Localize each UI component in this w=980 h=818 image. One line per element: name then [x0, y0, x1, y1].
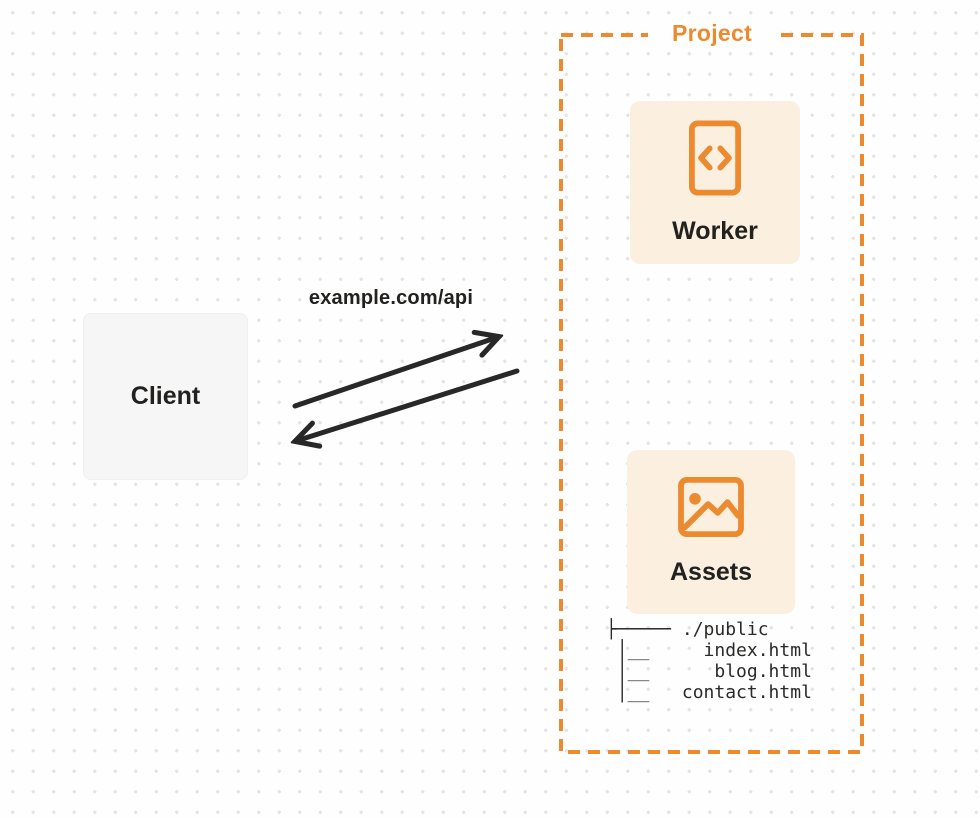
image-icon-sun [689, 492, 701, 505]
image-icon [678, 477, 744, 537]
assets-node: Assets [627, 450, 795, 614]
worker-label: Worker [672, 216, 758, 245]
client-node: Client [83, 313, 248, 480]
file-tree-item: │__ index.html [606, 640, 812, 661]
file-tree-root: ├───── ./public [606, 619, 769, 640]
request-arrow [292, 337, 498, 409]
file-tree-item: │__ blog.html [606, 661, 812, 682]
code-file-icon [689, 119, 741, 196]
project-label: Project [648, 19, 776, 48]
request-url-label: example.com/api [308, 287, 474, 309]
assets-label: Assets [670, 558, 752, 586]
worker-node: Worker [630, 101, 800, 264]
file-tree-item: │__ contact.html [606, 682, 812, 703]
response-arrow [296, 368, 520, 441]
assets-file-tree: ├───── ./public │__ index.html │__ blog.… [606, 619, 812, 703]
client-label: Client [130, 382, 201, 410]
